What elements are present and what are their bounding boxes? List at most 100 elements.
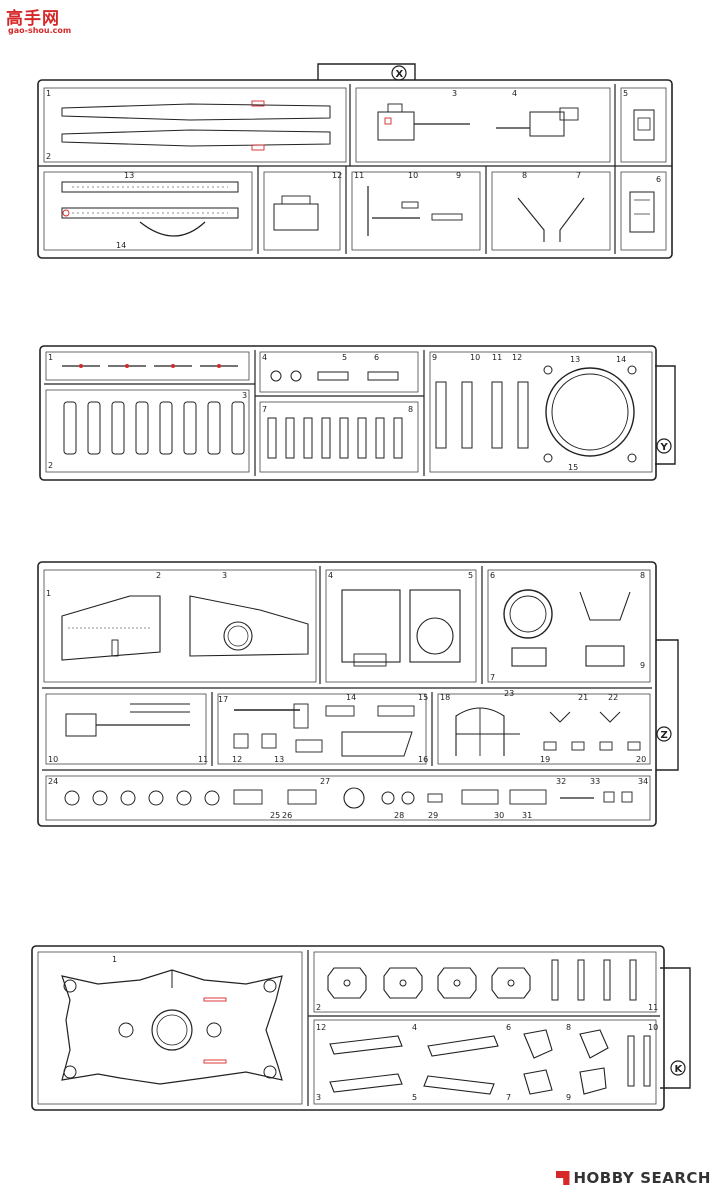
cell-number: 4 bbox=[262, 353, 267, 362]
cell-number: 11 bbox=[492, 353, 502, 362]
part-rail-lower bbox=[61, 207, 239, 219]
watermark-chinese-text: 高手网 bbox=[6, 9, 60, 29]
sprue-y: Y bbox=[39, 345, 676, 481]
part-bolts-row bbox=[551, 959, 637, 1001]
part-breech-a bbox=[377, 103, 470, 141]
cell-number: 2 bbox=[48, 461, 53, 470]
cell-number: 9 bbox=[456, 171, 461, 180]
part-octagon-plates bbox=[327, 967, 531, 999]
part-torsion-arms bbox=[329, 1035, 499, 1095]
cell-number: 2 bbox=[316, 1003, 321, 1012]
cell-number: 25 bbox=[270, 811, 280, 820]
cell-number: 7 bbox=[490, 673, 495, 682]
cell-number: 13 bbox=[570, 355, 580, 364]
cell-number: 5 bbox=[412, 1093, 417, 1102]
part-breech-b bbox=[496, 107, 579, 137]
cell-number: 14 bbox=[116, 241, 126, 250]
sprue-z: Z bbox=[37, 561, 679, 827]
watermark-url-text: gao-shou.com bbox=[8, 26, 72, 35]
cell-number: 7 bbox=[262, 405, 267, 414]
part-antenna-frame bbox=[455, 707, 520, 756]
part-small-block bbox=[633, 109, 655, 141]
cell-number: 12 bbox=[316, 1023, 326, 1032]
cell-number: 29 bbox=[428, 811, 438, 820]
cell-number: 33 bbox=[590, 777, 600, 786]
part-rail-upper bbox=[61, 181, 239, 193]
cell-number: 15 bbox=[418, 693, 428, 702]
part-turret-ring bbox=[543, 365, 637, 463]
cell-number: 4 bbox=[412, 1023, 417, 1032]
part-elevation-arc bbox=[139, 221, 206, 237]
part-mount-block bbox=[273, 195, 319, 231]
watermark-logo-top: 高手网 gao-shou.com bbox=[6, 4, 72, 38]
part-ammo-rounds bbox=[63, 401, 245, 455]
cell-number: 2 bbox=[46, 152, 51, 161]
sprue-y-letter-circle bbox=[656, 438, 672, 454]
cell-number: 4 bbox=[512, 89, 517, 98]
sprue-z-letter-circle bbox=[656, 726, 672, 742]
cell-number: 1 bbox=[48, 353, 53, 362]
cell-number: 9 bbox=[432, 353, 437, 362]
cell-number: 26 bbox=[282, 811, 292, 820]
part-small-brackets bbox=[543, 711, 641, 751]
watermark-logo-bottom: HOBBY SEARCH bbox=[555, 1168, 712, 1188]
cell-number: 30 bbox=[494, 811, 504, 820]
cell-number: 10 bbox=[648, 1023, 658, 1032]
cell-number: 7 bbox=[506, 1093, 511, 1102]
part-irregular-plates bbox=[523, 1029, 651, 1095]
cell-number: 6 bbox=[374, 353, 379, 362]
cell-number: 16 bbox=[418, 755, 428, 764]
cell-number: 2 bbox=[156, 571, 161, 580]
cell-number: 14 bbox=[346, 693, 356, 702]
cell-number: 27 bbox=[320, 777, 330, 786]
cell-number: 1 bbox=[46, 589, 51, 598]
cell-number: 6 bbox=[656, 175, 661, 184]
part-wheels-small bbox=[270, 370, 399, 382]
sprue-z-letter: Z bbox=[661, 730, 668, 741]
cell-number: 8 bbox=[522, 171, 527, 180]
cell-number: 5 bbox=[468, 571, 473, 580]
cell-number: 28 bbox=[394, 811, 404, 820]
watermark-suffix-text: SEARCH bbox=[640, 1169, 711, 1187]
part-barrel-upper bbox=[61, 100, 331, 121]
part-small-gear bbox=[629, 191, 655, 233]
cell-number: 14 bbox=[616, 355, 626, 364]
cell-number: 22 bbox=[608, 693, 618, 702]
cell-number: 34 bbox=[638, 777, 648, 786]
part-hull-floor bbox=[61, 969, 283, 1085]
cell-number: 3 bbox=[222, 571, 227, 580]
cell-number: 9 bbox=[640, 661, 645, 670]
part-pins-row bbox=[62, 364, 238, 368]
cell-number: 21 bbox=[578, 693, 588, 702]
cell-number: 3 bbox=[242, 391, 247, 400]
cell-number: 4 bbox=[328, 571, 333, 580]
sprue-k-letter: K bbox=[675, 1064, 684, 1075]
cell-number: 5 bbox=[342, 353, 347, 362]
cell-number: 8 bbox=[408, 405, 413, 414]
cell-number: 18 bbox=[440, 693, 450, 702]
part-gun-cradle bbox=[65, 703, 190, 737]
cell-number: 1 bbox=[112, 955, 117, 964]
cell-number: 31 bbox=[522, 811, 532, 820]
part-hull-plate-a bbox=[341, 589, 401, 667]
sprue-k-cell-numbers: 1 2 3 4 5 6 7 8 9 10 11 12 bbox=[112, 955, 658, 1102]
part-hull-plate-b bbox=[409, 589, 461, 663]
cell-number: 32 bbox=[556, 777, 566, 786]
cell-number: 11 bbox=[648, 1003, 658, 1012]
cell-number: 8 bbox=[640, 571, 645, 580]
cell-number: 23 bbox=[504, 689, 514, 698]
hobbysearch-mark-icon bbox=[555, 1171, 570, 1185]
watermark-prefix-text: HOBBY bbox=[573, 1169, 635, 1187]
sprue-x: X bbox=[37, 63, 673, 259]
cell-number: 8 bbox=[566, 1023, 571, 1032]
cell-number: 6 bbox=[490, 571, 495, 580]
cell-number: 3 bbox=[316, 1093, 321, 1102]
cell-number: 19 bbox=[540, 755, 550, 764]
cell-number: 9 bbox=[566, 1093, 571, 1102]
part-barrel-lower bbox=[61, 129, 331, 151]
cell-number: 10 bbox=[470, 353, 480, 362]
cell-number: 12 bbox=[512, 353, 522, 362]
part-brackets bbox=[517, 197, 585, 242]
cell-number: 11 bbox=[354, 171, 364, 180]
sprue-x-cell-numbers: 1 2 3 4 5 6 7 8 9 10 11 12 13 14 bbox=[46, 89, 661, 250]
